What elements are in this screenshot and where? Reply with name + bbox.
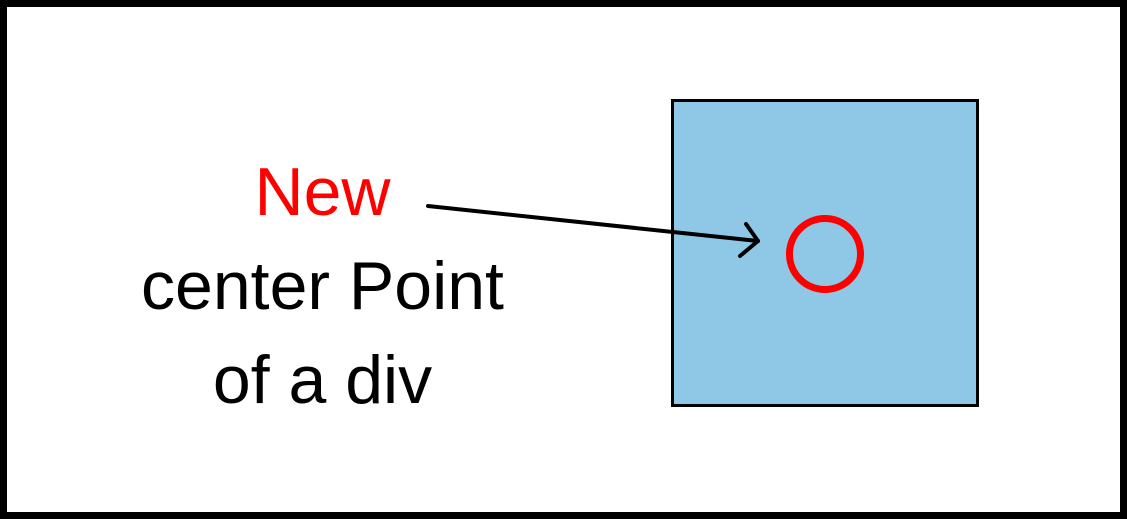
annotation-label: New center Point of a div xyxy=(100,145,545,427)
circle-icon xyxy=(786,215,864,293)
label-of-a-div: of a div xyxy=(212,342,433,418)
label-new: New xyxy=(254,154,391,230)
label-center-point: center Point xyxy=(141,248,504,324)
